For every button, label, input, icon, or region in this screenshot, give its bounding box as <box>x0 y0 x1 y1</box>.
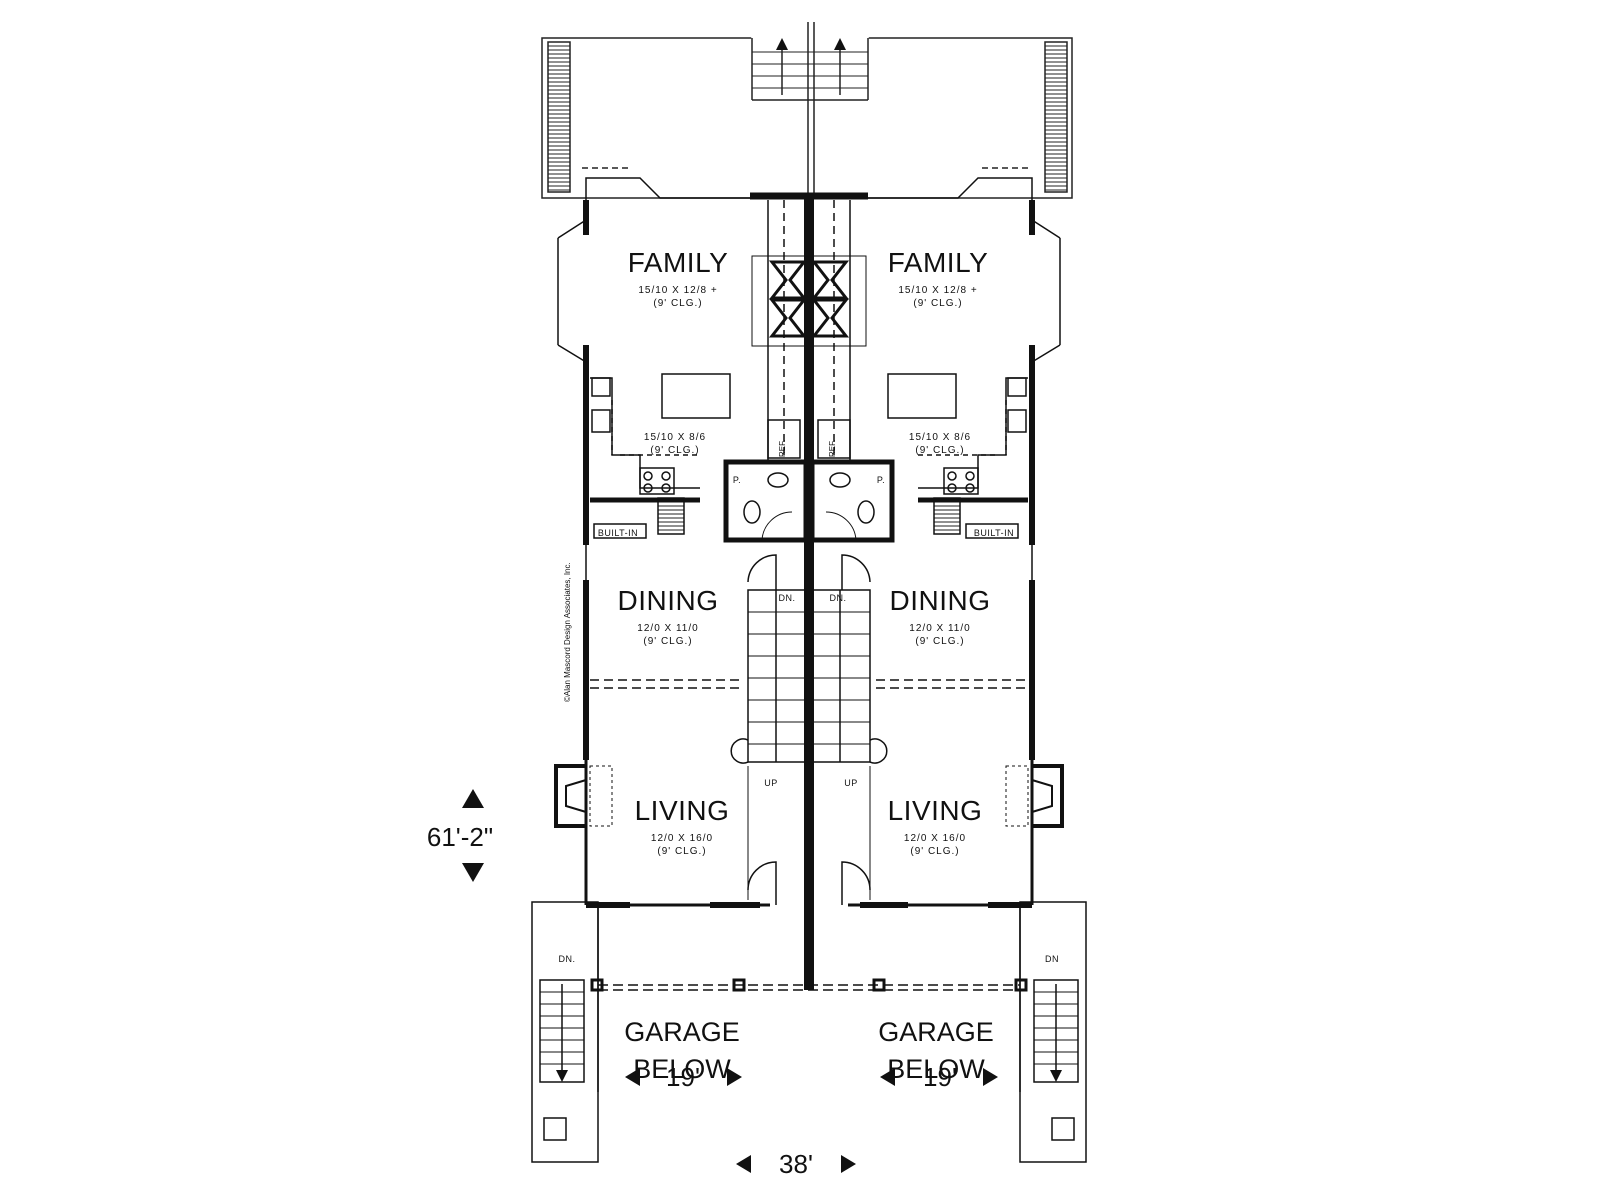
total-width: 38' <box>779 1149 813 1179</box>
porch-left-down: DN. <box>558 954 576 964</box>
living-right-name: LIVING <box>887 795 983 826</box>
living-right-ceiling: (9' CLG.) <box>910 846 960 857</box>
living-right-size: 12/0 X 16/0 <box>903 833 967 844</box>
stair-right-up: UP <box>844 778 858 788</box>
living-left-ceiling: (9' CLG.) <box>657 846 707 857</box>
beams <box>590 679 1028 900</box>
builtin-right-label: BUILT-IN <box>973 528 1015 538</box>
right-width-arrow-left <box>880 1068 895 1086</box>
right-width-arrow-right <box>983 1068 998 1086</box>
kitchen-right-size: 15/10 X 8/6 <box>908 432 972 443</box>
stair-left-up: UP <box>764 778 778 788</box>
dimension-arrows <box>462 789 998 1173</box>
garage-right-line1: GARAGE <box>878 1017 994 1047</box>
family-left-size: 15/10 X 12/8 + <box>638 285 718 296</box>
stair-right-down: DN. <box>829 593 847 603</box>
dining-left-ceiling: (9' CLG.) <box>643 636 693 647</box>
family-right-name: FAMILY <box>887 247 989 278</box>
pantry-right-label: P. <box>876 475 886 485</box>
kitchen-right-ceiling: (9' CLG.) <box>915 445 965 456</box>
builtin-left-label: BUILT-IN <box>597 528 639 538</box>
family-right-size: 15/10 X 12/8 + <box>898 285 978 296</box>
copyright-text: ©Alan Mascord Design Associates, Inc. <box>563 562 572 702</box>
ref-left-label: REF. <box>778 439 787 457</box>
right-unit-width: 19' <box>923 1062 957 1092</box>
left-width-arrow-right <box>727 1068 742 1086</box>
garage-left-line1: GARAGE <box>624 1017 740 1047</box>
total-width-arrow-left <box>736 1155 751 1173</box>
depth-arrow-down <box>462 863 484 882</box>
dining-left-name: DINING <box>617 585 719 616</box>
living-fireplaces <box>554 764 1064 828</box>
exterior-walls <box>557 177 1061 908</box>
depth-arrow-up <box>462 789 484 808</box>
stair-left-down: DN. <box>778 593 796 603</box>
kitchen-left-ceiling: (9' CLG.) <box>650 445 700 456</box>
porch-right-down: DN <box>1045 954 1059 964</box>
living-left-name: LIVING <box>634 795 730 826</box>
family-left-ceiling: (9' CLG.) <box>653 298 703 309</box>
family-right-ceiling: (9' CLG.) <box>913 298 963 309</box>
pantry-left-label: P. <box>732 475 742 485</box>
total-width-arrow-right <box>841 1155 856 1173</box>
left-width-arrow-left <box>625 1068 640 1086</box>
depth-dimension: 61'-2" <box>426 822 494 852</box>
garage-right-line2: BELOW <box>887 1054 985 1084</box>
left-unit-width: 19' <box>666 1062 700 1092</box>
kitchen-left-size: 15/10 X 8/6 <box>643 432 707 443</box>
party-wall <box>750 192 868 990</box>
ref-right-label: REF. <box>828 439 837 457</box>
garage-left-line2: BELOW <box>633 1054 731 1084</box>
dining-right-ceiling: (9' CLG.) <box>915 636 965 647</box>
rear-deck <box>541 22 1073 199</box>
dining-left-size: 12/0 X 11/0 <box>637 623 699 634</box>
living-left-size: 12/0 X 16/0 <box>650 833 714 844</box>
powder-rooms <box>723 459 895 543</box>
front-porch <box>531 901 1087 1163</box>
family-left-name: FAMILY <box>627 247 729 278</box>
dining-right-size: 12/0 X 11/0 <box>909 623 971 634</box>
kitchens <box>590 373 1028 539</box>
main-stairs <box>730 554 888 905</box>
dining-right-name: DINING <box>889 585 991 616</box>
